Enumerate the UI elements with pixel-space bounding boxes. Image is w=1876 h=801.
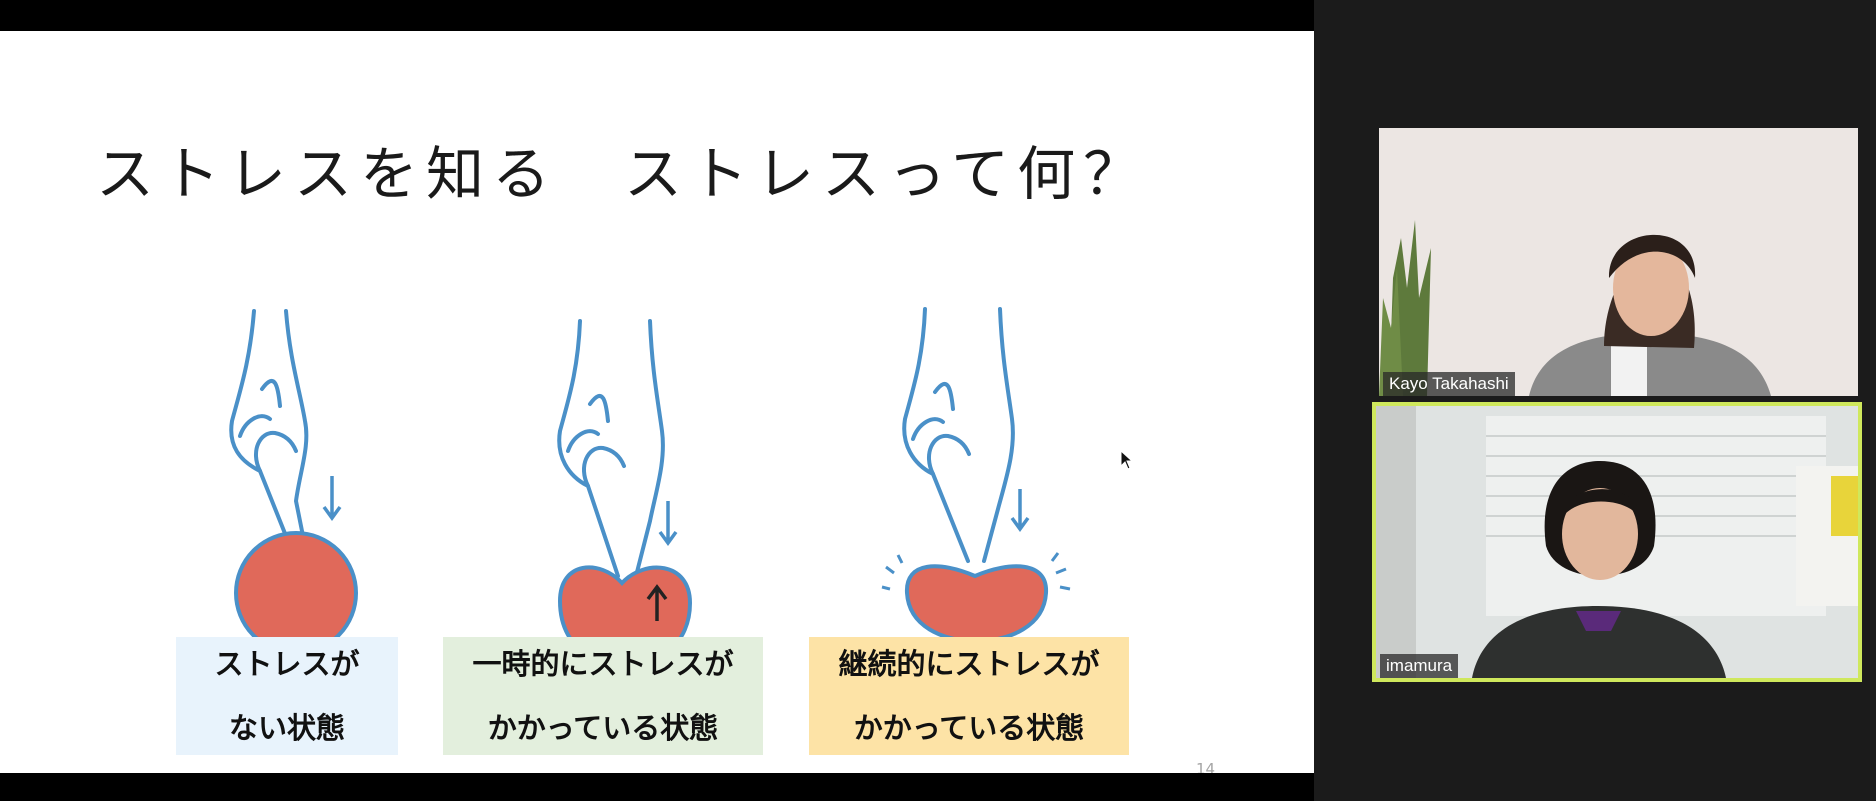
caption-temporary-stress: 一時的にストレスが かかっている状態 <box>443 637 763 755</box>
caption-line: 継続的にストレスが <box>838 647 1100 681</box>
screen-share-area: ストレスを知る ストレスって何？ ストレスが ない状態 <box>0 31 1314 773</box>
participant-name-label: imamura <box>1380 654 1459 678</box>
presentation-slide: ストレスを知る ストレスって何？ ストレスが ない状態 <box>0 31 1314 773</box>
caption-line: かかっている状態 <box>487 711 719 745</box>
mouse-cursor-icon <box>1120 450 1134 470</box>
caption-line: ない状態 <box>228 711 345 745</box>
caption-line: ストレスが <box>214 647 360 681</box>
illustration-chronic-stress <box>881 307 1071 641</box>
caption-chronic-stress: 継続的にストレスが かかっている状態 <box>809 637 1129 755</box>
participant-panel: Kayo Takahashi imamura <box>1314 0 1876 801</box>
caption-line: 一時的にストレスが <box>472 647 734 681</box>
caption-line: かかっている状態 <box>853 711 1085 745</box>
illustration-temporary-stress <box>557 319 693 669</box>
video-tile-imamura[interactable]: imamura <box>1372 402 1862 682</box>
participant-video <box>1376 406 1858 678</box>
caption-no-stress: ストレスが ない状態 <box>176 637 398 755</box>
participant-name-label: Kayo Takahashi <box>1383 372 1515 396</box>
video-tile-kayo-takahashi[interactable]: Kayo Takahashi <box>1379 128 1858 396</box>
illustration-no-stress <box>229 309 358 641</box>
slide-page-number: 14 <box>1196 760 1216 773</box>
participant-video <box>1379 128 1858 396</box>
slide-title: ストレスを知る ストレスって何？ <box>96 140 1150 208</box>
